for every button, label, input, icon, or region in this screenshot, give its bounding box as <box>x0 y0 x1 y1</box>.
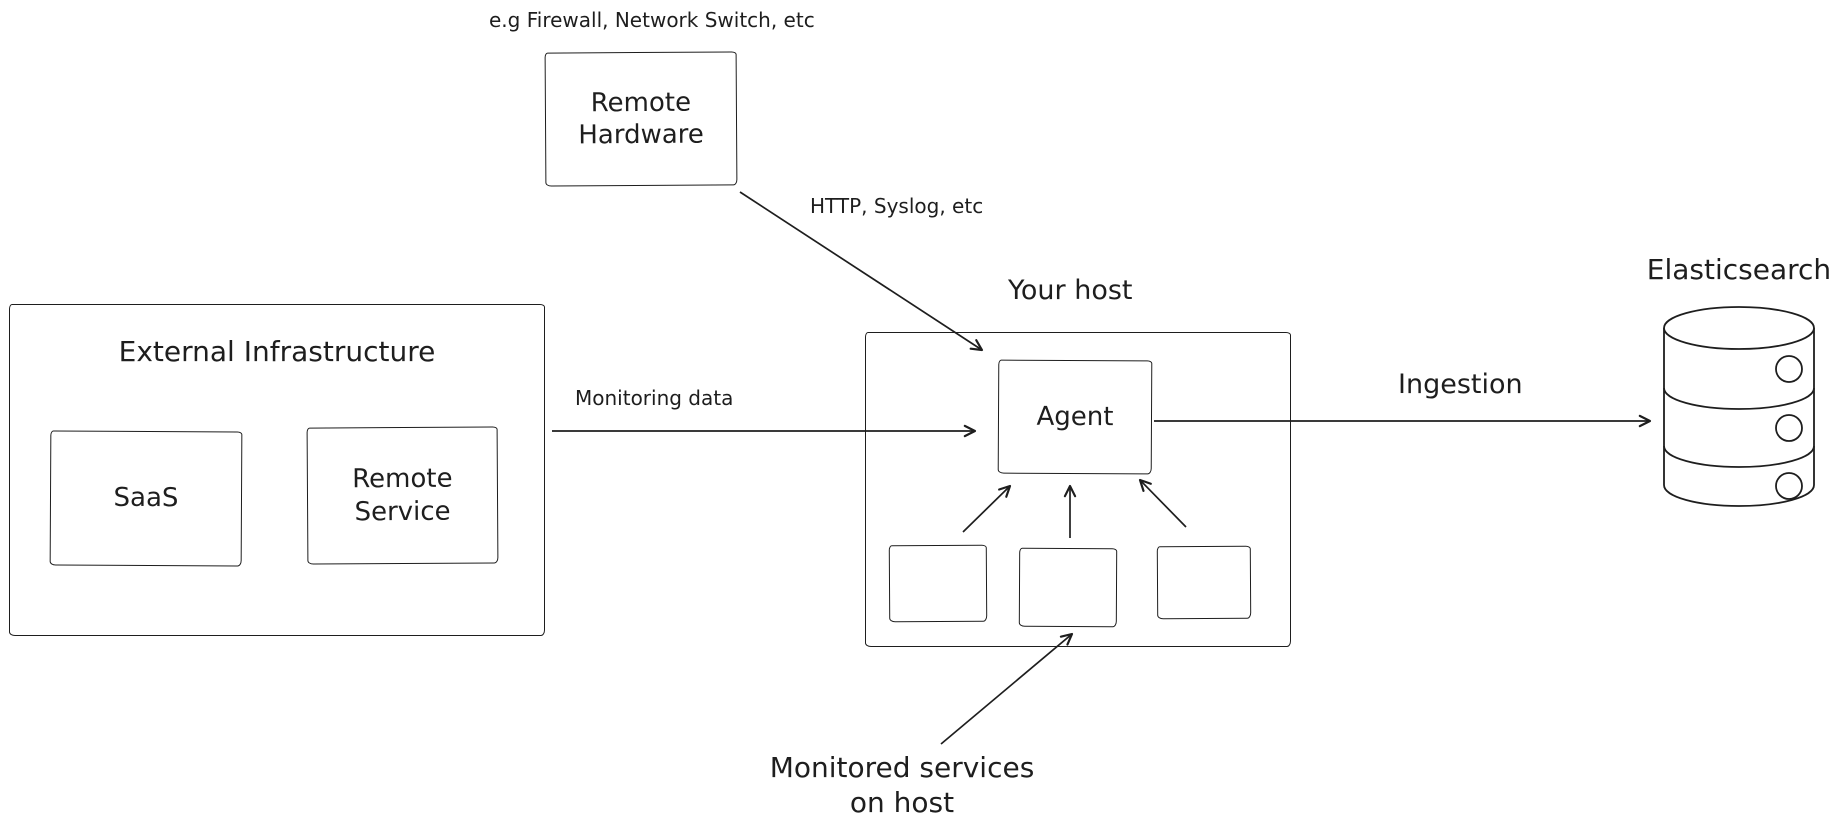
arrow-monitored-services-pointer <box>940 632 1074 745</box>
monitored-service-box-1 <box>888 544 988 623</box>
monitored-service-box-3 <box>1156 545 1252 620</box>
remote-hardware-label: Remote Hardware <box>578 87 704 151</box>
agent-label: Agent <box>1036 401 1114 432</box>
remote-service-label: Remote Service <box>352 463 453 527</box>
remote-service-node: Remote Service <box>306 426 499 565</box>
http-syslog-label: HTTP, Syslog, etc <box>810 194 984 218</box>
hardware-examples-label: e.g Firewall, Network Switch, etc <box>489 8 815 32</box>
monitored-service-box-2 <box>1018 547 1118 628</box>
ingestion-label: Ingestion <box>1398 369 1523 400</box>
saas-label: SaaS <box>113 483 179 514</box>
monitoring-data-label: Monitoring data <box>575 386 734 410</box>
your-host-label: Your host <box>1008 275 1133 306</box>
saas-node: SaaS <box>49 430 243 567</box>
elasticsearch-label: Elasticsearch <box>1646 253 1832 286</box>
external-infrastructure-group: External Infrastructure SaaS Remote Serv… <box>9 304 545 636</box>
agent-node: Agent <box>997 359 1153 475</box>
database-icon <box>1663 306 1815 507</box>
external-infrastructure-title: External Infrastructure <box>118 335 436 368</box>
remote-hardware-node: Remote Hardware <box>544 51 738 187</box>
your-host-group: Agent <box>865 332 1291 647</box>
monitored-services-label: Monitored services on host <box>769 751 1035 819</box>
